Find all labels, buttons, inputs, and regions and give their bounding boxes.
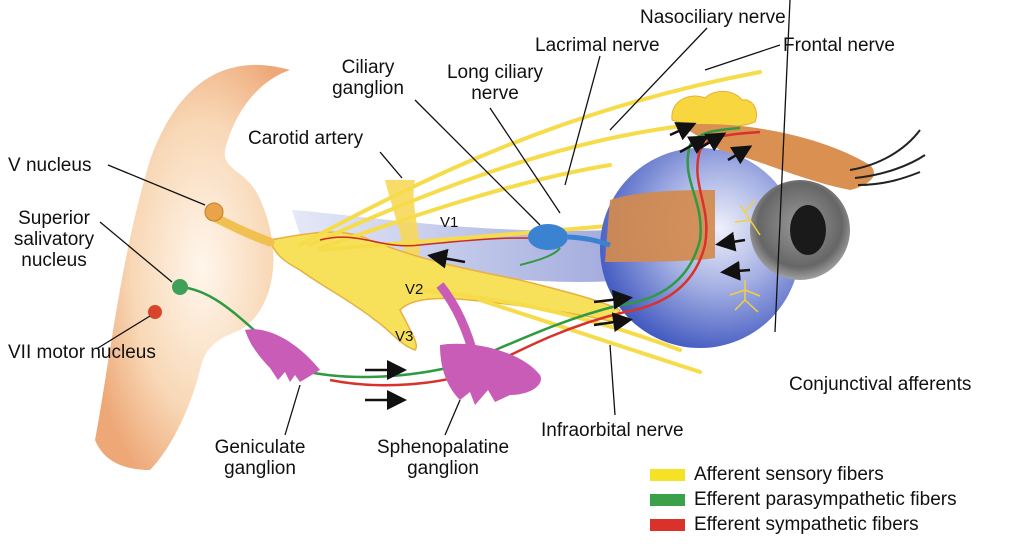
extraocular-muscle: [605, 190, 715, 262]
sphenopalatine-ganglion: [440, 343, 541, 405]
legend-item-parasympathetic: Efferent parasympathetic fibers: [650, 487, 957, 512]
label-superior-salivatory-nucleus: Superior salivatory nucleus: [4, 208, 104, 271]
legend-item-afferent: Afferent sensory fibers: [650, 462, 957, 487]
label-frontal-nerve: Frontal nerve: [783, 35, 895, 56]
label-long-ciliary-nerve: Long ciliary nerve: [440, 62, 550, 104]
label-superior-salivatory-line1: Superior: [18, 208, 90, 229]
geniculate-ganglion: [245, 329, 320, 382]
v-nucleus: [204, 202, 224, 222]
label-geniculate-line2: ganglion: [224, 458, 296, 479]
legend-item-sympathetic: Efferent sympathetic fibers: [650, 512, 957, 537]
direction-arrows: [365, 122, 753, 410]
label-long-ciliary-nerve-line2: nerve: [471, 83, 519, 104]
label-v1: V1: [440, 214, 459, 231]
label-sphenopalatine-ganglion: Sphenopalatine ganglion: [363, 437, 523, 479]
label-lacrimal-nerve: Lacrimal nerve: [535, 35, 660, 56]
label-ciliary-ganglion-line1: Ciliary: [341, 57, 395, 78]
label-infraorbital-nerve: Infraorbital nerve: [541, 420, 684, 441]
conjunctival-afferents: [729, 199, 761, 313]
vii-motor-nucleus: [148, 305, 162, 319]
label-superior-salivatory-line3: nucleus: [21, 250, 87, 271]
eyelid: [680, 124, 874, 190]
label-ciliary-ganglion-line2: ganglion: [332, 78, 404, 99]
label-v-nucleus: V nucleus: [8, 155, 92, 176]
pupil: [790, 205, 826, 255]
legend: Afferent sensory fibers Efferent parasym…: [650, 462, 957, 537]
label-nasociliary-nerve: Nasociliary nerve: [640, 7, 786, 28]
brainstem: [95, 64, 290, 470]
legend-label-parasympathetic: Efferent parasympathetic fibers: [694, 488, 957, 510]
label-superior-salivatory-line2: salivatory: [13, 229, 95, 250]
superior-salivatory-nucleus: [172, 279, 188, 295]
leader-lines: [97, 0, 791, 436]
label-v3: V3: [395, 328, 414, 345]
eyelashes: [849, 129, 926, 186]
label-ciliary-ganglion: Ciliary ganglion: [313, 57, 423, 99]
legend-swatch-afferent: [650, 468, 685, 481]
legend-swatch-sympathetic: [650, 518, 685, 531]
label-geniculate-line1: Geniculate: [214, 437, 306, 458]
label-sphenopalatine-line2: ganglion: [407, 458, 479, 479]
label-conjunctival-afferents: Conjunctival afferents: [789, 374, 972, 395]
label-v2: V2: [405, 281, 424, 298]
label-vii-motor-nucleus: VII motor nucleus: [8, 342, 156, 363]
ciliary-ganglion: [528, 224, 568, 250]
label-carotid-artery: Carotid artery: [248, 128, 364, 149]
legend-label-afferent: Afferent sensory fibers: [694, 463, 884, 485]
label-long-ciliary-nerve-line1: Long ciliary: [446, 62, 544, 83]
legend-label-sympathetic: Efferent sympathetic fibers: [694, 513, 919, 535]
lacrimal-gland: [671, 91, 757, 128]
label-sphenopalatine-line1: Sphenopalatine: [376, 437, 510, 458]
label-geniculate-ganglion: Geniculate ganglion: [200, 437, 320, 479]
legend-swatch-parasympathetic: [650, 493, 685, 506]
